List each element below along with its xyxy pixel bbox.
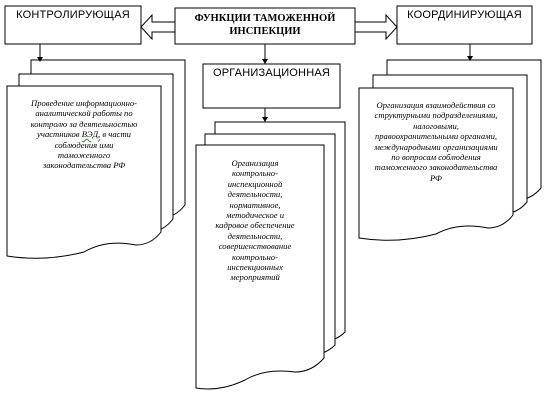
right-doc-text: Организация взаимодействия со структурны… [362,100,510,183]
left-line-7: законодательства РФ [42,160,126,171]
left-header-box [4,5,142,45]
left-line-2: аналитической работы по [35,108,133,119]
right-line: Организация взаимодействия со [376,100,496,110]
left-line-1: Проведение информационно- [31,98,137,108]
middle-line: Организация [231,158,279,168]
right-title: КООРДИНИРУЮЩАЯ [407,9,522,21]
right-line: таможенного законодательства [374,162,498,173]
root-title-line-1: ФУНКЦИИ ТАМОЖЕННОЙ [194,13,336,24]
middle-line: инспекционных [227,262,283,273]
arrowhead-middle-top [262,59,268,64]
root-title: ФУНКЦИИ ТАМОЖЕННОЙ ИНСПЕКЦИИ [175,12,355,38]
left-line-3: контролю за деятельностью [30,118,138,129]
right-line: по вопросам соблюдения [391,152,481,163]
middle-line: деятельности, [227,189,283,200]
left-line-4-a: участников [37,129,80,140]
middle-doc-text: Организация контрольно- инспекционной де… [200,158,310,283]
middle-header-box [202,63,341,109]
left-line-4-b: ВЭД, [81,129,101,140]
left-doc-front [6,85,162,259]
arrow-left-hollow [140,13,176,41]
middle-line: инспекционной [227,178,283,189]
left-title: КОНТРОЛИРУЮЩАЯ [16,9,130,21]
left-line-4-c: в части [102,129,131,140]
left-doc-text: Проведение информационно- аналитической … [12,98,156,171]
middle-doc-front [195,144,325,390]
left-line-5: соблюдения ими [54,139,114,150]
arrow-right-hollow [354,13,398,41]
right-line: налоговыми, [413,120,459,131]
root-box [174,7,356,45]
left-line-6: таможенного [57,150,111,161]
middle-line: контрольно- [232,168,278,179]
middle-line: нормативное, [229,199,281,210]
arrowhead-left [37,57,43,62]
middle-line: кадровое обеспечение [215,220,295,231]
right-line: структурными подразделениями, [374,110,498,121]
left-line-4: участников ВЭД, в части [12,129,156,139]
right-line: правоохранительными органами, [374,131,498,142]
arrowhead-right [467,56,473,61]
middle-line: контрольно- [232,251,278,262]
middle-line: методическое и [225,210,285,221]
middle-line: деятельности, [227,230,283,241]
right-line: международными организациями [374,141,498,152]
right-line: РФ [430,172,442,183]
middle-title: ОРГАНИЗАЦИОННАЯ [212,67,331,79]
middle-line: совершенствование [218,241,292,252]
root-title-line-2: ИНСПЕКЦИИ [229,26,301,37]
arrowhead-middle-bottom [262,117,268,122]
right-doc-front [358,87,514,241]
middle-line: мероприятий [230,272,280,283]
right-header-box [396,5,533,45]
